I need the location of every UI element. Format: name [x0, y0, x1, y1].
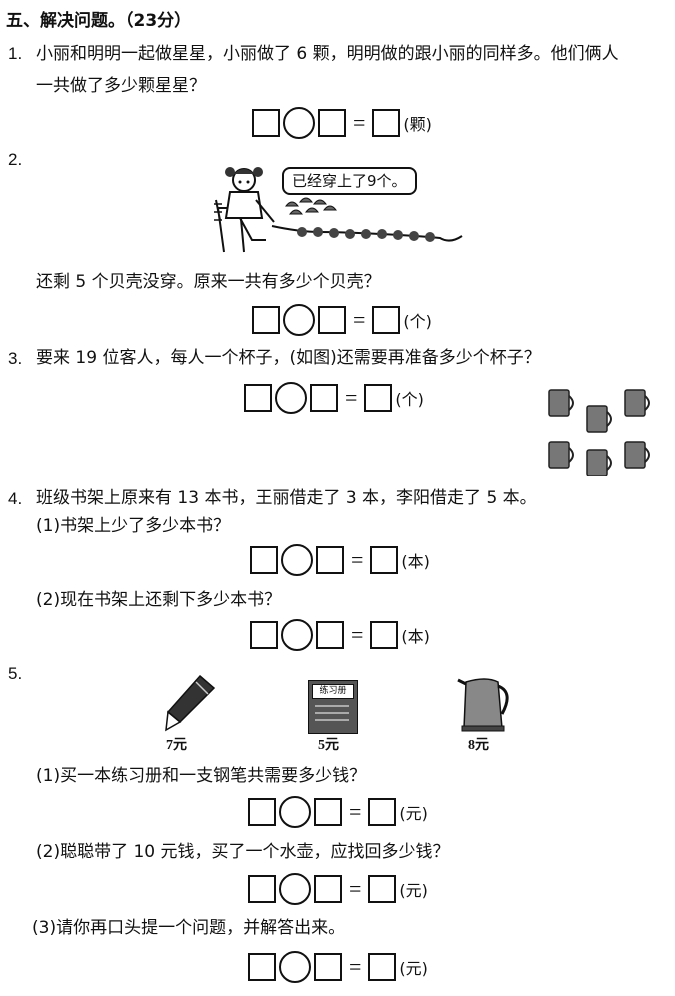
kettle-icon: [456, 674, 516, 732]
cup-icon: [624, 389, 646, 417]
equals-sign: =: [345, 385, 358, 410]
question-1-text-line2: 一共做了多少颗星星？: [36, 76, 206, 96]
speech-bubble: 已经穿上了9个。: [282, 167, 417, 195]
unit-label: (个): [403, 312, 432, 331]
question-2-number: 2.: [8, 150, 23, 169]
cup-icon: [586, 405, 608, 433]
question-5-2-equation: = (元): [248, 872, 428, 906]
answer-box[interactable]: [248, 798, 276, 826]
equals-sign: =: [351, 622, 364, 647]
unit-label: (颗): [403, 115, 432, 134]
answer-box[interactable]: [252, 306, 280, 334]
answer-box[interactable]: [248, 875, 276, 903]
unit-label: (本): [401, 552, 430, 571]
unit-label: (元): [399, 881, 428, 900]
question-4-sub1: (1)书架上少了多少本书？: [36, 516, 231, 536]
cup-icon: [548, 389, 570, 417]
answer-box[interactable]: [248, 953, 276, 981]
unit-label: (个): [395, 390, 424, 409]
answer-box[interactable]: [372, 109, 401, 137]
question-2-equation: = (个): [252, 303, 432, 337]
question-4-1-equation: = (本): [250, 543, 430, 577]
answer-box[interactable]: [368, 798, 397, 826]
answer-box[interactable]: [310, 384, 338, 412]
equals-sign: =: [349, 799, 362, 824]
equals-sign: =: [349, 876, 362, 901]
question-4-number: 4.: [8, 489, 23, 508]
question-4-text: 班级书架上原来有 13 本书，王丽借走了 3 本，李阳借走了 5 本。: [36, 488, 537, 508]
answer-box[interactable]: [314, 875, 342, 903]
answer-box[interactable]: [372, 306, 401, 334]
question-1-text-line1: 小丽和明明一起做星星，小丽做了 6 颗，明明做的跟小丽的同样多。他们俩人: [36, 44, 619, 64]
notebook-cover-label: 练习册: [312, 684, 354, 699]
answer-box[interactable]: [316, 621, 344, 649]
question-2-text: 还剩 5 个贝壳没穿。原来一共有多少个贝壳？: [36, 272, 381, 292]
equals-sign: =: [351, 547, 364, 572]
question-3-text: 要来 19 位客人，每人一个杯子，(如图)还需要再准备多少个杯子？: [36, 348, 541, 368]
unit-label: (元): [399, 959, 428, 978]
question-4-2-equation: = (本): [250, 618, 430, 652]
cup-icon: [548, 441, 570, 469]
question-1-equation: = (颗): [252, 106, 432, 140]
question-5-number: 5.: [8, 664, 23, 683]
question-5-sub1: (1)买一本练习册和一支钢笔共需要多少钱？: [36, 766, 367, 786]
kettle-price: 8元: [468, 738, 489, 753]
equals-sign: =: [349, 954, 362, 979]
pen-price: 7元: [166, 738, 187, 753]
question-5-sub2: (2)聪聪带了 10 元钱，买了一个水壶，应找回多少钱？: [36, 842, 450, 862]
equals-sign: =: [353, 307, 366, 332]
equals-sign: =: [353, 110, 366, 135]
operator-circle[interactable]: [279, 873, 311, 905]
operator-circle[interactable]: [283, 304, 315, 336]
question-3-equation: = (个): [244, 381, 424, 415]
operator-circle[interactable]: [279, 796, 311, 828]
answer-box[interactable]: [370, 546, 399, 574]
answer-box[interactable]: [370, 621, 399, 649]
answer-box[interactable]: [244, 384, 272, 412]
answer-box[interactable]: [318, 306, 346, 334]
section-title: 五、解决问题。（23分）: [6, 11, 192, 31]
pen-icon: [160, 672, 218, 734]
question-1-number: 1.: [8, 44, 23, 63]
girl-threading-shells-illustration: [200, 160, 470, 255]
operator-circle[interactable]: [279, 951, 311, 983]
cups-illustration: [545, 384, 665, 477]
answer-box[interactable]: [252, 109, 280, 137]
operator-circle[interactable]: [281, 544, 313, 576]
cup-icon: [624, 441, 646, 469]
answer-box[interactable]: [250, 621, 278, 649]
answer-box[interactable]: [364, 384, 393, 412]
operator-circle[interactable]: [275, 382, 307, 414]
answer-box[interactable]: [368, 953, 397, 981]
question-3-number: 3.: [8, 349, 23, 368]
question-5-1-equation: = (元): [248, 795, 428, 829]
notebook-icon: 练习册: [308, 680, 358, 734]
notebook-price: 5元: [318, 738, 339, 753]
answer-box[interactable]: [368, 875, 397, 903]
unit-label: (本): [401, 627, 430, 646]
answer-box[interactable]: [314, 798, 342, 826]
operator-circle[interactable]: [281, 619, 313, 651]
unit-label: (元): [399, 804, 428, 823]
answer-box[interactable]: [318, 109, 346, 137]
answer-box[interactable]: [316, 546, 344, 574]
answer-box[interactable]: [314, 953, 342, 981]
question-4-sub2: (2)现在书架上还剩下多少本书？: [36, 590, 282, 610]
question-5-3-equation: = (元): [248, 950, 428, 984]
operator-circle[interactable]: [283, 107, 315, 139]
question-5-sub3: (3)请你再口头提一个问题，并解答出来。: [32, 918, 346, 938]
cup-icon: [586, 449, 608, 477]
answer-box[interactable]: [250, 546, 278, 574]
